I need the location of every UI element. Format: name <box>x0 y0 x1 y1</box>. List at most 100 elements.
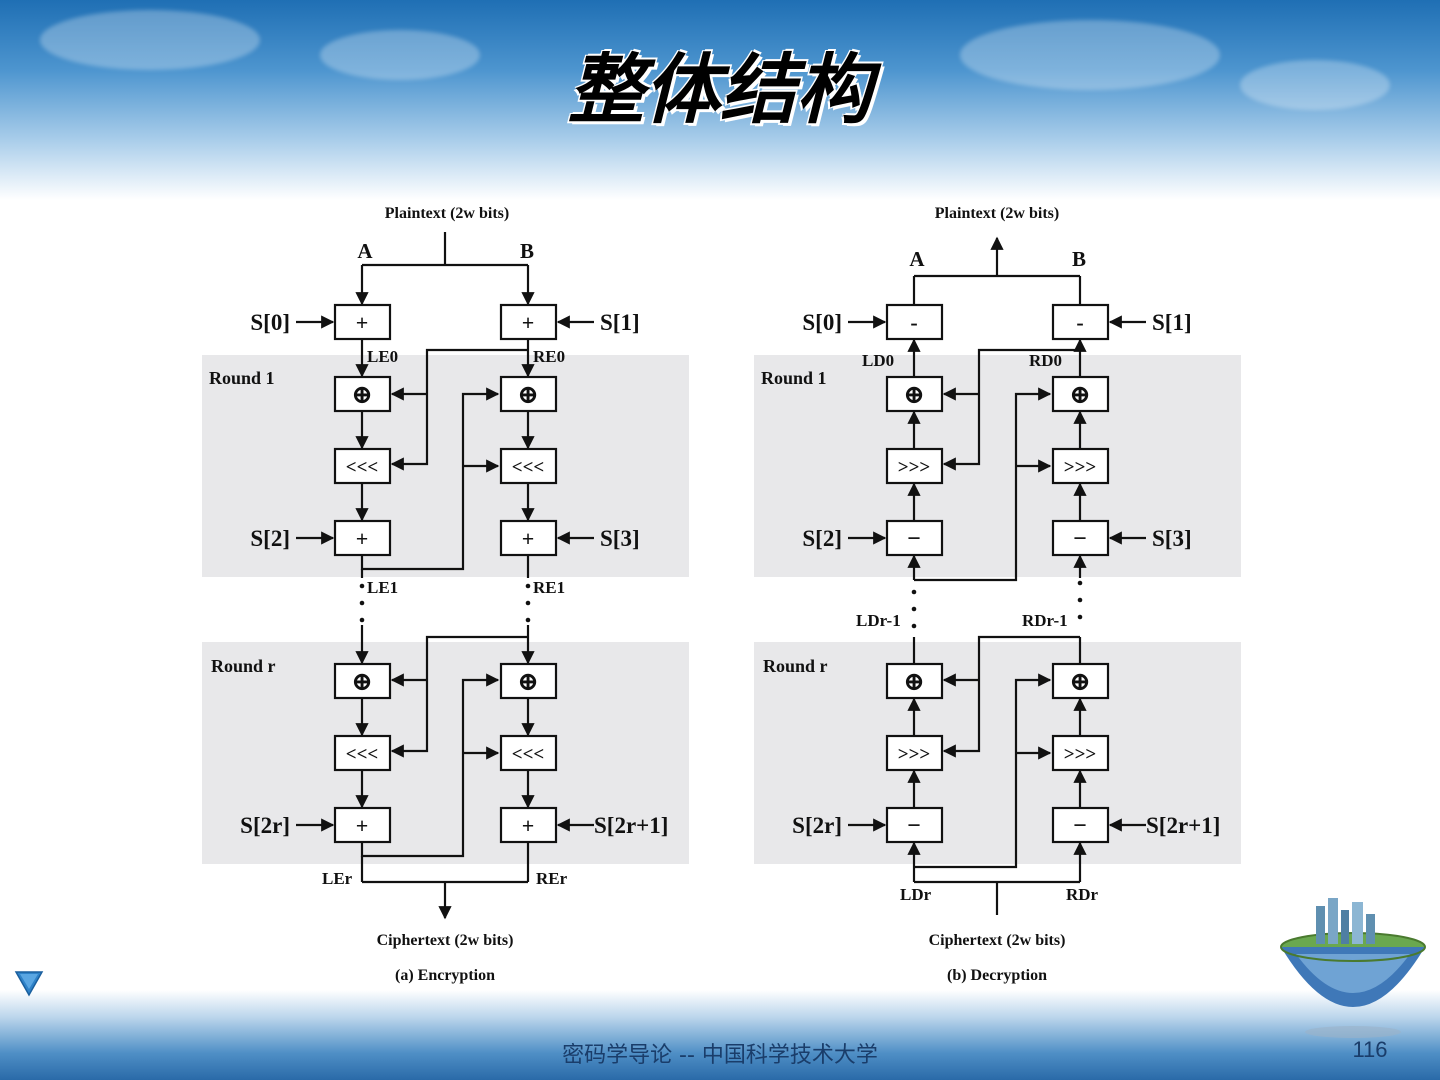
op-add: + <box>522 813 535 838</box>
op-rotate-left: <<< <box>346 744 378 765</box>
add-box-lr <box>333 806 392 844</box>
xor-box-lr <box>885 662 944 700</box>
ciphertext-label: Ciphertext (2w bits) <box>377 932 514 949</box>
wire-ldr1: LDr-1 <box>856 611 901 630</box>
key-s1: S[1] <box>1152 310 1192 335</box>
caption-decryption: (b) Decryption <box>947 967 1047 984</box>
plaintext-label: Plaintext (2w bits) <box>385 205 509 222</box>
op-sub: − <box>1073 813 1087 839</box>
sub-box-a <box>885 303 944 341</box>
plaintext-label: Plaintext (2w bits) <box>935 205 1059 222</box>
op-add: + <box>356 526 369 551</box>
op-add: + <box>356 813 369 838</box>
round-r-label: Round r <box>211 656 276 676</box>
op-add: + <box>522 526 535 551</box>
label-a: A <box>909 247 925 271</box>
op-sub: - <box>910 310 917 335</box>
round-1-region <box>202 355 689 577</box>
add-box-r1 <box>499 519 558 557</box>
label-a: A <box>357 239 373 263</box>
wire-le1: LE1 <box>367 578 398 597</box>
round-1-label: Round 1 <box>761 368 827 388</box>
op-rotate-left: <<< <box>512 744 544 765</box>
wire-le0: LE0 <box>367 347 398 366</box>
round-r-region <box>202 642 689 864</box>
world-map-decoration <box>1240 60 1390 110</box>
wire-re0: RE0 <box>533 347 565 366</box>
rot-box-lr <box>885 734 944 772</box>
wire-ld0: LD0 <box>862 351 894 370</box>
sub-box-b <box>1051 303 1110 341</box>
rot-box-l1 <box>885 447 944 485</box>
rot-box-lr <box>333 734 392 772</box>
key-s2: S[2] <box>802 526 842 551</box>
key-s2r1: S[2r+1] <box>1146 813 1220 838</box>
op-xor: ⊕ <box>903 380 925 409</box>
op-xor: ⊕ <box>517 380 539 409</box>
add-box-l1 <box>333 519 392 557</box>
xor-box-lr <box>333 662 392 700</box>
op-rotate-right: >>> <box>898 457 930 478</box>
key-s2r1: S[2r+1] <box>594 813 668 838</box>
op-sub: - <box>1076 310 1083 335</box>
key-s1: S[1] <box>600 310 640 335</box>
decryption-diagram: Plaintext (2w bits) A B <box>754 205 1241 984</box>
add-box-rr <box>499 806 558 844</box>
nav-down-triangle-icon[interactable] <box>14 968 44 998</box>
round-1-label: Round 1 <box>209 368 275 388</box>
op-add: + <box>522 310 535 335</box>
xor-box-rr <box>1051 662 1110 700</box>
footer-course-text: 密码学导论 -- 中国科学技术大学 <box>562 1043 878 1068</box>
wire-rdr: RDr <box>1066 885 1099 904</box>
slide-title: 整体结构 <box>568 45 872 134</box>
op-sub: − <box>907 813 921 839</box>
sub-box-rr <box>1051 806 1110 844</box>
op-sub: − <box>1073 526 1087 552</box>
round-r-label: Round r <box>763 656 828 676</box>
rot-box-rr <box>1051 734 1110 772</box>
globe-city-icon <box>1280 898 1426 1038</box>
key-s2: S[2] <box>250 526 290 551</box>
key-s0: S[0] <box>250 310 290 335</box>
op-xor: ⊕ <box>351 667 373 696</box>
world-map-decoration <box>40 10 260 70</box>
op-xor: ⊕ <box>903 667 925 696</box>
sub-box-r1 <box>1051 519 1110 557</box>
op-rotate-left: <<< <box>512 457 544 478</box>
wire-re1: RE1 <box>533 578 565 597</box>
key-s3: S[3] <box>600 526 640 551</box>
key-s2r: S[2r] <box>240 813 290 838</box>
round-1-region <box>754 355 1241 577</box>
op-rotate-right: >>> <box>1064 457 1096 478</box>
rot-box-rr <box>499 734 558 772</box>
xor-box-l1 <box>333 375 392 413</box>
op-xor: ⊕ <box>351 380 373 409</box>
op-xor: ⊕ <box>1069 667 1091 696</box>
world-map-decoration <box>960 20 1220 90</box>
add-box-b <box>499 303 558 341</box>
key-s3: S[3] <box>1152 526 1192 551</box>
op-xor: ⊕ <box>517 667 539 696</box>
encryption-diagram: Plaintext (2w bits) A B <box>202 205 689 984</box>
rot-box-l1 <box>333 447 392 485</box>
sub-box-lr <box>885 806 944 844</box>
ciphertext-label: Ciphertext (2w bits) <box>929 932 1066 949</box>
caption-encryption: (a) Encryption <box>395 967 495 984</box>
wire-rdr1: RDr-1 <box>1022 611 1068 630</box>
xor-box-l1 <box>885 375 944 413</box>
xor-box-r1 <box>1051 375 1110 413</box>
op-xor: ⊕ <box>1069 380 1091 409</box>
op-sub: − <box>907 526 921 552</box>
xor-box-rr <box>499 662 558 700</box>
op-rotate-left: <<< <box>346 457 378 478</box>
key-s0: S[0] <box>802 310 842 335</box>
wire-ler: LEr <box>322 869 353 888</box>
rot-box-r1 <box>1051 447 1110 485</box>
op-rotate-right: >>> <box>898 744 930 765</box>
header-background <box>0 0 1440 200</box>
footer-background <box>0 990 1440 1080</box>
op-rotate-right: >>> <box>1064 744 1096 765</box>
world-map-decoration <box>320 30 480 80</box>
xor-box-r1 <box>499 375 558 413</box>
